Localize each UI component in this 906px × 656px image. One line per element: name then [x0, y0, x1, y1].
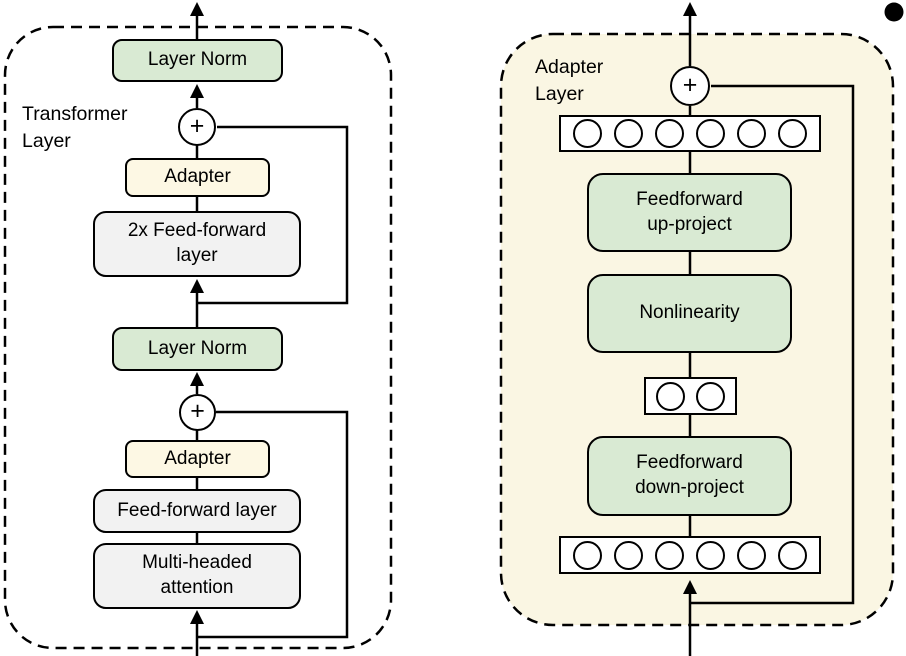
skip-connection-adapter: [690, 84, 855, 605]
arrowhead-output-right: [683, 2, 697, 16]
unit-circle: [614, 119, 643, 148]
arrowheads-group: [190, 2, 697, 624]
feedforward-down-project-box: Feedforward down-project: [587, 436, 792, 516]
unit-circle: [655, 540, 684, 570]
unit-circle: [614, 540, 643, 570]
unit-circle: [778, 119, 807, 148]
add-node-adapter: +: [670, 66, 710, 106]
arrowhead-into-layernorm2: [190, 372, 204, 386]
unit-circle: [656, 381, 686, 411]
adapter-top-box: Adapter: [125, 158, 270, 197]
add-node-top-left: +: [178, 108, 216, 146]
adapter-bottom-box: Adapter: [125, 440, 270, 478]
feedforward-2x-box: 2x Feed-forward layer: [93, 211, 301, 277]
unit-circle: [696, 119, 725, 148]
hidden-units-row-top: [559, 115, 821, 152]
unit-circle: [778, 540, 807, 570]
hidden-units-row-bottom: [559, 536, 821, 574]
unit-circle: [737, 119, 766, 148]
layer-norm-top-box: Layer Norm: [112, 39, 283, 82]
feedforward-layer-box: Feed-forward layer: [93, 489, 301, 533]
adapter-layer-label: Adapter Layer: [535, 56, 604, 106]
unit-circle: [573, 119, 602, 148]
wires-group: [195, 14, 855, 656]
bullet-dot: [884, 2, 904, 22]
feedforward-up-project-box: Feedforward up-project: [587, 173, 792, 252]
unit-circle: [737, 540, 766, 570]
transformer-layer-label: Transformer Layer: [22, 103, 128, 153]
unit-circle: [655, 119, 684, 148]
layer-norm-bottom-box: Layer Norm: [112, 327, 283, 371]
bottleneck-units-row: [644, 377, 737, 415]
nonlinearity-box: Nonlinearity: [587, 274, 792, 353]
skip-connection-lower-left: [197, 410, 349, 639]
unit-circle: [696, 540, 725, 570]
arrowhead-into-bottom-row: [683, 580, 697, 594]
skip-connection-upper-left: [197, 125, 349, 305]
arrowhead-into-mha: [190, 610, 204, 624]
add-node-bottom-left: +: [179, 394, 216, 431]
unit-circle: [695, 381, 725, 411]
unit-circle: [573, 540, 602, 570]
arrowhead-into-ff2x: [190, 279, 204, 293]
multi-headed-attention-box: Multi-headed attention: [93, 543, 301, 609]
arrowhead-into-layernorm1: [190, 84, 204, 98]
arrowhead-output-left: [190, 2, 204, 16]
